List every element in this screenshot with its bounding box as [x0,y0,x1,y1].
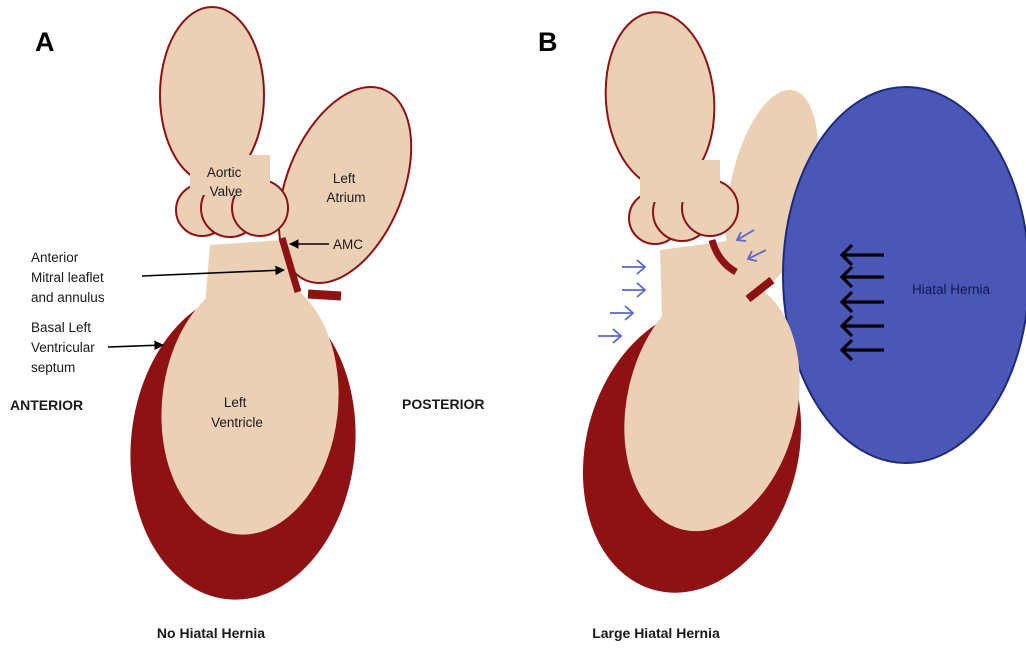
basal-septum-arrow [108,345,163,347]
panel-b-caption: Large Hiatal Hernia [592,625,720,641]
aortic-root-fill-b [640,160,720,202]
posterior-label: POSTERIOR [402,396,484,412]
panel-b-letter: B [538,27,558,57]
anterior-label: ANTERIOR [10,397,83,413]
basal-septum-label: Basal Left Ventricular septum [31,320,99,375]
panel-b: B [538,8,1026,641]
hiatal-hernia-label: Hiatal Hernia [912,282,991,297]
anterior-mitral-label: Anterior Mitral leaflet and annulus [31,250,108,305]
anterior-compression-arrows [598,260,645,343]
posterior-annulus [308,294,341,296]
amc-label: AMC [333,237,363,252]
hiatal-hernia-shape [783,87,1026,463]
panel-a-caption: No Hiatal Hernia [157,625,265,641]
panel-a-letter: A [35,27,55,57]
panel-a: A Aortic Valve Left Atrium AMC Ant [10,7,484,641]
